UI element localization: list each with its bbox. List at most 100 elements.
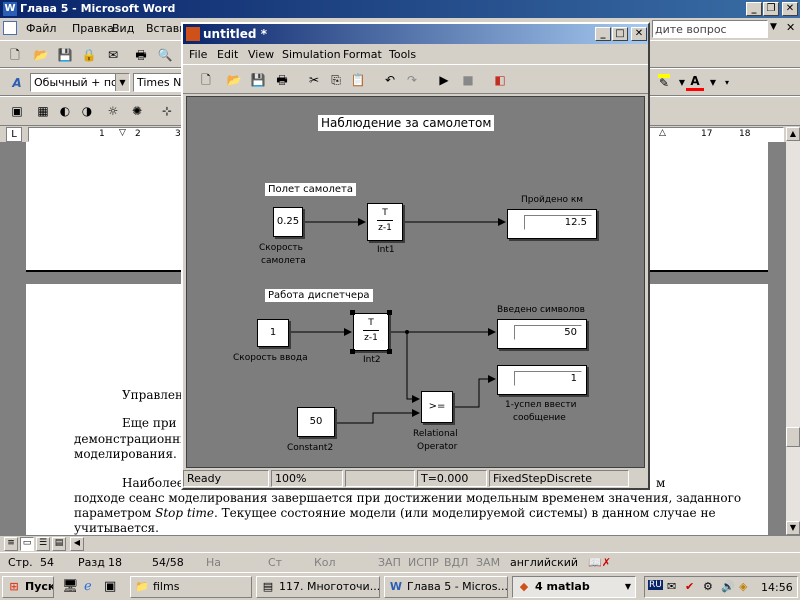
display-block-typed[interactable]: 50 (497, 319, 587, 349)
simulink-window[interactable]: untitled * _ □ ✕ File Edit View Simulati… (181, 22, 650, 490)
brightness-icon[interactable]: ✺ (131, 104, 143, 118)
ruler-indent-marker-icon[interactable]: ▽ (119, 128, 126, 138)
style-combo[interactable]: Обычный + по ц ▼ (30, 73, 130, 92)
taskbar-item-word[interactable]: W Глава 5 - Micros... (384, 576, 508, 598)
sim-open-icon[interactable]: 📂 (226, 73, 242, 87)
ruler-view-toggle[interactable]: L (6, 127, 22, 142)
menu-insert[interactable]: Вставка (146, 22, 193, 35)
sim-menu-edit[interactable]: Edit (217, 48, 239, 61)
sim-cut-icon[interactable]: ✂ (308, 73, 320, 87)
status-language[interactable]: английский (510, 556, 579, 569)
sim-stop-icon[interactable]: ■ (462, 73, 474, 87)
print-layout-icon[interactable]: ▭ (20, 537, 34, 551)
menu-file[interactable]: Файл (26, 22, 57, 35)
start-button[interactable]: ⊞ Пуск (2, 576, 54, 598)
sim-print-icon[interactable]: 🖶 (276, 73, 288, 87)
tray-antivirus-icon[interactable]: ✔ (685, 580, 695, 593)
display-block-result[interactable]: 1 (497, 365, 587, 395)
highlight-icon[interactable]: ✎ (658, 74, 670, 90)
tray-security-icon[interactable]: ⚙ (703, 580, 713, 593)
outline-view-icon[interactable]: ☰ (36, 537, 50, 551)
highlight-dropdown-icon[interactable]: ▼ (678, 78, 686, 87)
document-close-icon[interactable]: ✕ (786, 21, 796, 34)
clock[interactable]: 14:56 (761, 581, 793, 594)
sim-new-icon[interactable]: 🗋 (201, 73, 211, 87)
font-combo[interactable]: Times New (133, 73, 183, 92)
styles-pane-icon[interactable]: A (12, 76, 22, 90)
language-indicator[interactable]: RU (648, 580, 663, 590)
help-dropdown-icon[interactable]: ▼ (770, 22, 777, 32)
email-icon[interactable]: ✉ (107, 48, 119, 62)
help-search-box[interactable]: дите вопрос (652, 20, 768, 38)
brightness-up-icon[interactable]: ☼ (107, 104, 119, 118)
display-block-distance[interactable]: 12.5 (507, 209, 597, 239)
status-overtype[interactable]: ЗАМ (476, 556, 501, 569)
relational-operator-block[interactable]: >= (421, 391, 453, 423)
picture-icon[interactable]: ▣ (11, 104, 23, 118)
ruler-right-indent-icon[interactable]: △ (659, 128, 666, 138)
word-close-button[interactable]: ✕ (782, 2, 798, 16)
taskbar-item-matlab[interactable]: ◆ 4 matlab ▼ (512, 576, 636, 598)
vertical-scrollbar[interactable]: ▲ ▼ (786, 127, 800, 535)
sim-undo-icon[interactable]: ↶ (384, 73, 396, 87)
sim-start-icon[interactable]: ▶ (439, 73, 449, 87)
sim-redo-icon[interactable]: ↷ (406, 73, 418, 87)
selection-handle[interactable] (350, 349, 355, 354)
constant-block-constant2[interactable]: 50 (297, 407, 335, 437)
image-control-icon[interactable]: ▦ (37, 104, 49, 118)
model-canvas[interactable]: Наблюдение за самолетом Полет самолета Р… (186, 96, 645, 468)
selection-handle[interactable] (387, 349, 392, 354)
word-minimize-button[interactable]: _ (746, 2, 762, 16)
tray-volume-icon[interactable]: 🔊 (721, 580, 735, 593)
simulink-minimize-button[interactable]: _ (595, 27, 611, 41)
annotation-dispatcher[interactable]: Работа диспетчера (265, 289, 373, 302)
spelling-check-icon[interactable]: 📖✗ (588, 556, 611, 569)
contrast-icon[interactable]: ◐ (59, 104, 71, 118)
quicklaunch-media-icon[interactable]: ▣ (104, 579, 117, 594)
status-track-changes[interactable]: ИСПР (408, 556, 439, 569)
open-folder-icon[interactable]: 📂 (33, 48, 49, 62)
integrator-block-int1[interactable]: T z-1 (367, 203, 403, 241)
status-extend[interactable]: ВДЛ (444, 556, 469, 569)
simulink-maximize-button[interactable]: □ (612, 27, 628, 41)
tray-network-icon[interactable]: ✉ (667, 580, 677, 593)
sim-menu-view[interactable]: View (248, 48, 275, 61)
sim-menu-file[interactable]: File (189, 48, 208, 61)
selection-handle[interactable] (350, 310, 355, 315)
word-titlebar[interactable]: W Глава 5 - Microsoft Word _ ❐ ✕ (0, 0, 800, 18)
taskbar-item-multipoint[interactable]: ▤ 117. Многоточи... (256, 576, 380, 598)
font-color-dropdown-icon[interactable]: ▼ (709, 78, 717, 87)
constant-block-speed[interactable]: 0.25 (273, 207, 303, 237)
style-combo-arrow-icon[interactable]: ▼ (115, 74, 129, 91)
permission-icon[interactable]: 🔒 (81, 48, 97, 62)
constant-block-input-speed[interactable]: 1 (257, 319, 289, 347)
scroll-down-icon[interactable]: ▼ (786, 521, 800, 535)
tray-update-icon[interactable]: ◈ (739, 580, 748, 593)
annotation-flight[interactable]: Полет самолета (265, 183, 356, 196)
sim-save-icon[interactable]: 💾 (250, 73, 266, 87)
document-icon[interactable] (3, 21, 17, 35)
taskbar-item-films[interactable]: 📁 films (130, 576, 252, 598)
sim-paste-icon[interactable]: 📋 (350, 73, 366, 87)
quicklaunch-ie-icon[interactable]: ℯ (84, 579, 92, 594)
sim-menu-simulation[interactable]: Simulation (282, 48, 341, 61)
quicklaunch-desktop-icon[interactable]: 🖥 (62, 579, 79, 594)
simulink-titlebar[interactable]: untitled * _ □ ✕ (183, 24, 648, 44)
simulink-close-button[interactable]: ✕ (631, 27, 647, 41)
normal-view-icon[interactable]: ≡ (4, 537, 18, 551)
scroll-left-icon[interactable]: ◀ (70, 537, 84, 551)
selection-handle[interactable] (387, 310, 392, 315)
sim-menu-format[interactable]: Format (343, 48, 382, 61)
save-icon[interactable]: 💾 (57, 48, 73, 62)
status-record-macro[interactable]: ЗАП (378, 556, 401, 569)
crop-icon[interactable]: ⊹ (161, 104, 173, 118)
brightness-down-icon[interactable]: ◑ (81, 104, 93, 118)
scroll-up-icon[interactable]: ▲ (786, 127, 800, 141)
scroll-thumb[interactable] (786, 427, 800, 447)
reading-view-icon[interactable]: ▤ (52, 537, 66, 551)
toolbar-options-icon[interactable]: ▾ (724, 78, 729, 87)
integrator-block-int2[interactable]: T z-1 (350, 310, 392, 354)
font-color-icon[interactable]: A (686, 74, 704, 91)
menu-edit[interactable]: Правка (72, 22, 114, 35)
sim-menu-tools[interactable]: Tools (389, 48, 417, 61)
